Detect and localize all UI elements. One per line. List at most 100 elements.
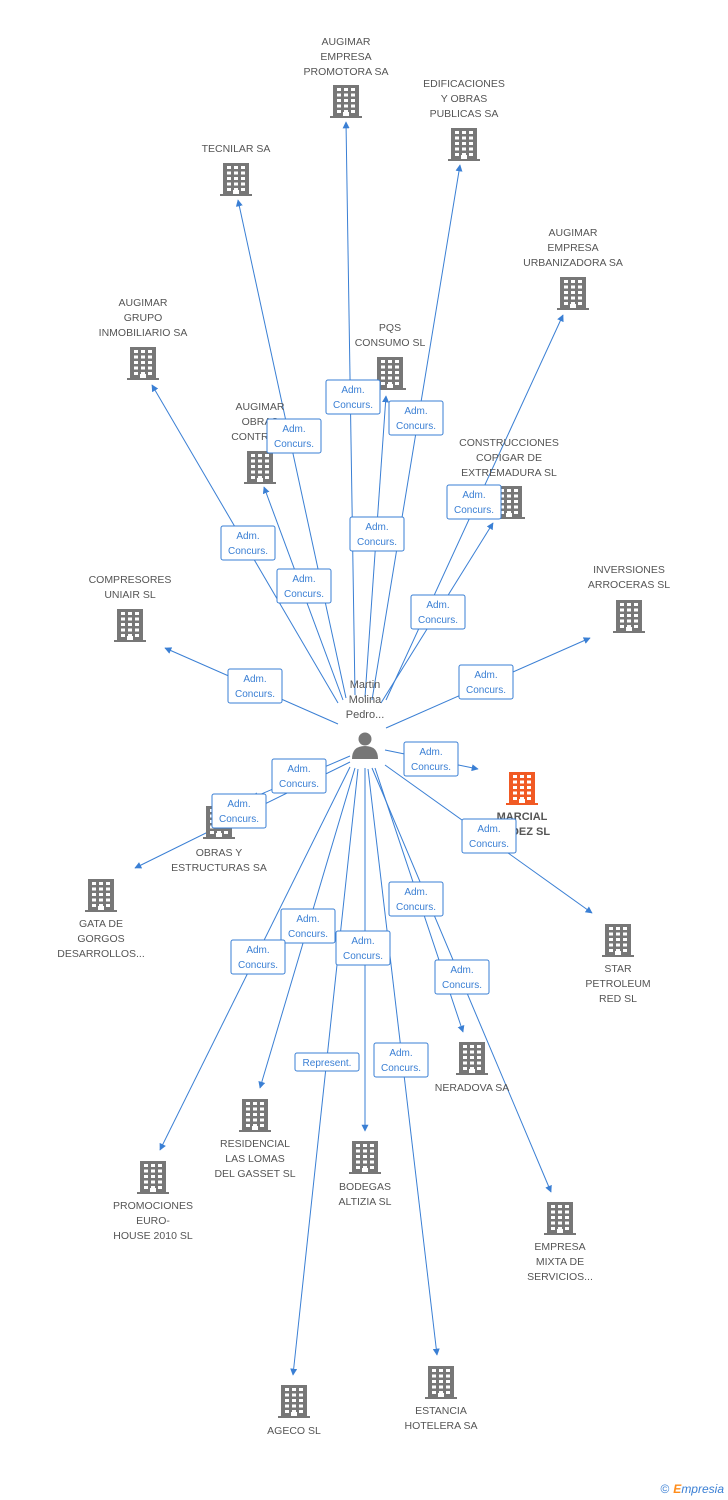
company-name-line: ALTIZIA SL (339, 1196, 392, 1208)
edge-label-text: Concurs. (333, 400, 373, 411)
company-node-compresores[interactable]: COMPRESORES UNIAIR SL (89, 574, 172, 642)
company-name-line: PUBLICAS SA (430, 108, 499, 120)
company-name-line: EDIFICACIONES (423, 78, 505, 90)
company-name-line: CONSTRUCCIONES (459, 437, 559, 449)
edge-label-text: Adm. (389, 1048, 412, 1059)
company-name-line: NERADOVA SA (435, 1082, 510, 1094)
edge-label-text: Concurs. (235, 689, 275, 700)
person-icon (352, 732, 378, 759)
edge-label-text: Concurs. (466, 685, 506, 696)
company-name-line: EMPRESA (547, 242, 598, 254)
edge-label-text: Concurs. (228, 546, 268, 557)
edge-label-promociones: Adm. Concurs. (230, 939, 286, 975)
company-name-line: PQS (379, 322, 401, 334)
building-icon (220, 163, 252, 196)
edge-label-augimar-grupo: Adm.Concurs. (220, 525, 276, 561)
edge-label-augimar-obras: Adm. Concurs. (276, 568, 332, 604)
edge-label-text: Concurs. (396, 421, 436, 432)
building-icon (137, 1161, 169, 1194)
company-name-line: OBRAS Y (196, 847, 243, 859)
edge-label-text: Concurs. (238, 960, 278, 971)
edge-label-text: Concurs. (284, 589, 324, 600)
company-name-line: UNIAIR SL (104, 589, 156, 601)
edge-label-text: Adm. (292, 574, 315, 585)
edge-label-marcial: Adm.Concurs. (403, 741, 459, 777)
person-name-line: Martin (350, 679, 381, 691)
edge-label-star: Adm.Concurs. (461, 818, 517, 854)
company-name-line: GRUPO (124, 312, 163, 324)
edge-labels: Adm. Concurs. Adm. Concurs. Adm. Concurs. Adm.… (211, 379, 517, 1078)
company-name-line: AUGIMAR (548, 227, 597, 239)
company-name-line: CONSUMO SL (355, 337, 426, 349)
company-name-line: STAR (604, 963, 632, 975)
company-name-line: MIXTA DE (536, 1256, 584, 1268)
company-node-ageco[interactable]: AGECO SL (267, 1385, 321, 1437)
company-name-line: EXTREMADURA SL (461, 467, 557, 479)
edge-label-text: Adm. (404, 406, 427, 417)
building-icon (85, 879, 117, 912)
company-name-line: URBANIZADORA SA (523, 257, 623, 269)
edge-label-pqs: Adm.Concurs. (349, 516, 405, 552)
edge-label-text: Concurs. (343, 951, 383, 962)
edge-label-text: Adm. (296, 914, 319, 925)
person-node[interactable]: MartinMolinaPedro... (346, 679, 385, 759)
edge-label-text: Concurs. (396, 902, 436, 913)
company-name-line: AGECO SL (267, 1425, 321, 1437)
edge-label-text: Adm. (246, 945, 269, 956)
company-node-pqs[interactable]: PQS CONSUMO SL (355, 322, 426, 390)
edge-label-edificaciones: Adm. Concurs. (388, 400, 444, 436)
building-icon (330, 85, 362, 118)
building-icon (425, 1366, 457, 1399)
building-icon (557, 277, 589, 310)
company-name-line: EMPRESA (320, 51, 371, 63)
edge-label-text: Concurs. (454, 505, 494, 516)
company-name-line: INVERSIONES (593, 564, 665, 576)
edge-label-text: Adm. (404, 887, 427, 898)
company-node-gata[interactable]: GATA DEGORGOSDESARROLLOS... (57, 879, 145, 960)
copyright-mark: © (660, 1482, 670, 1496)
edge-label-text: Concurs. (411, 762, 451, 773)
building-icon (544, 1202, 576, 1235)
building-icon (448, 128, 480, 161)
edge-label-obras-estructuras: Adm. Concurs. (271, 758, 327, 794)
edge-label-text: Adm. (351, 936, 374, 947)
company-node-tecnilar[interactable]: TECNILAR SA (202, 143, 271, 196)
company-node-augimar-urbanizadora[interactable]: AUGIMAR EMPRESA URBANIZADORA SA (523, 227, 623, 310)
building-icon (239, 1099, 271, 1132)
building-icon (613, 600, 645, 633)
edge-label-ageco: Represent. (294, 1052, 360, 1072)
company-name-line: COPIGAR DE (476, 452, 542, 464)
brand-rest: mpresia (681, 1482, 724, 1496)
edge-label-text: Adm. (287, 764, 310, 775)
company-name-line: EMPRESA (534, 1241, 585, 1253)
company-name-line: GATA DE (79, 918, 123, 930)
edge-label-text: Adm. (227, 799, 250, 810)
edge-label-text: Adm. (450, 965, 473, 976)
edge-ageco (290, 768, 359, 1376)
edge-label-text: Concurs. (279, 779, 319, 790)
edge-label-text: Concurs. (418, 615, 458, 626)
edge-label-bodegas: Adm. Concurs. (335, 930, 391, 966)
company-name-line: RED SL (599, 993, 637, 1005)
company-name-line: ESTRUCTURAS SA (171, 862, 267, 874)
company-node-neradova[interactable]: NERADOVA SA (435, 1042, 510, 1094)
edge-label-text: Concurs. (219, 814, 259, 825)
edge-label-text: Concurs. (274, 439, 314, 450)
company-name-line: COMPRESORES (89, 574, 172, 586)
company-name-line: HOTELERA SA (405, 1420, 478, 1432)
edge-label-text: Concurs. (381, 1063, 421, 1074)
edge-label-text: Concurs. (442, 980, 482, 991)
building-icon (127, 347, 159, 380)
company-name-line: RESIDENCIAL (220, 1138, 290, 1150)
